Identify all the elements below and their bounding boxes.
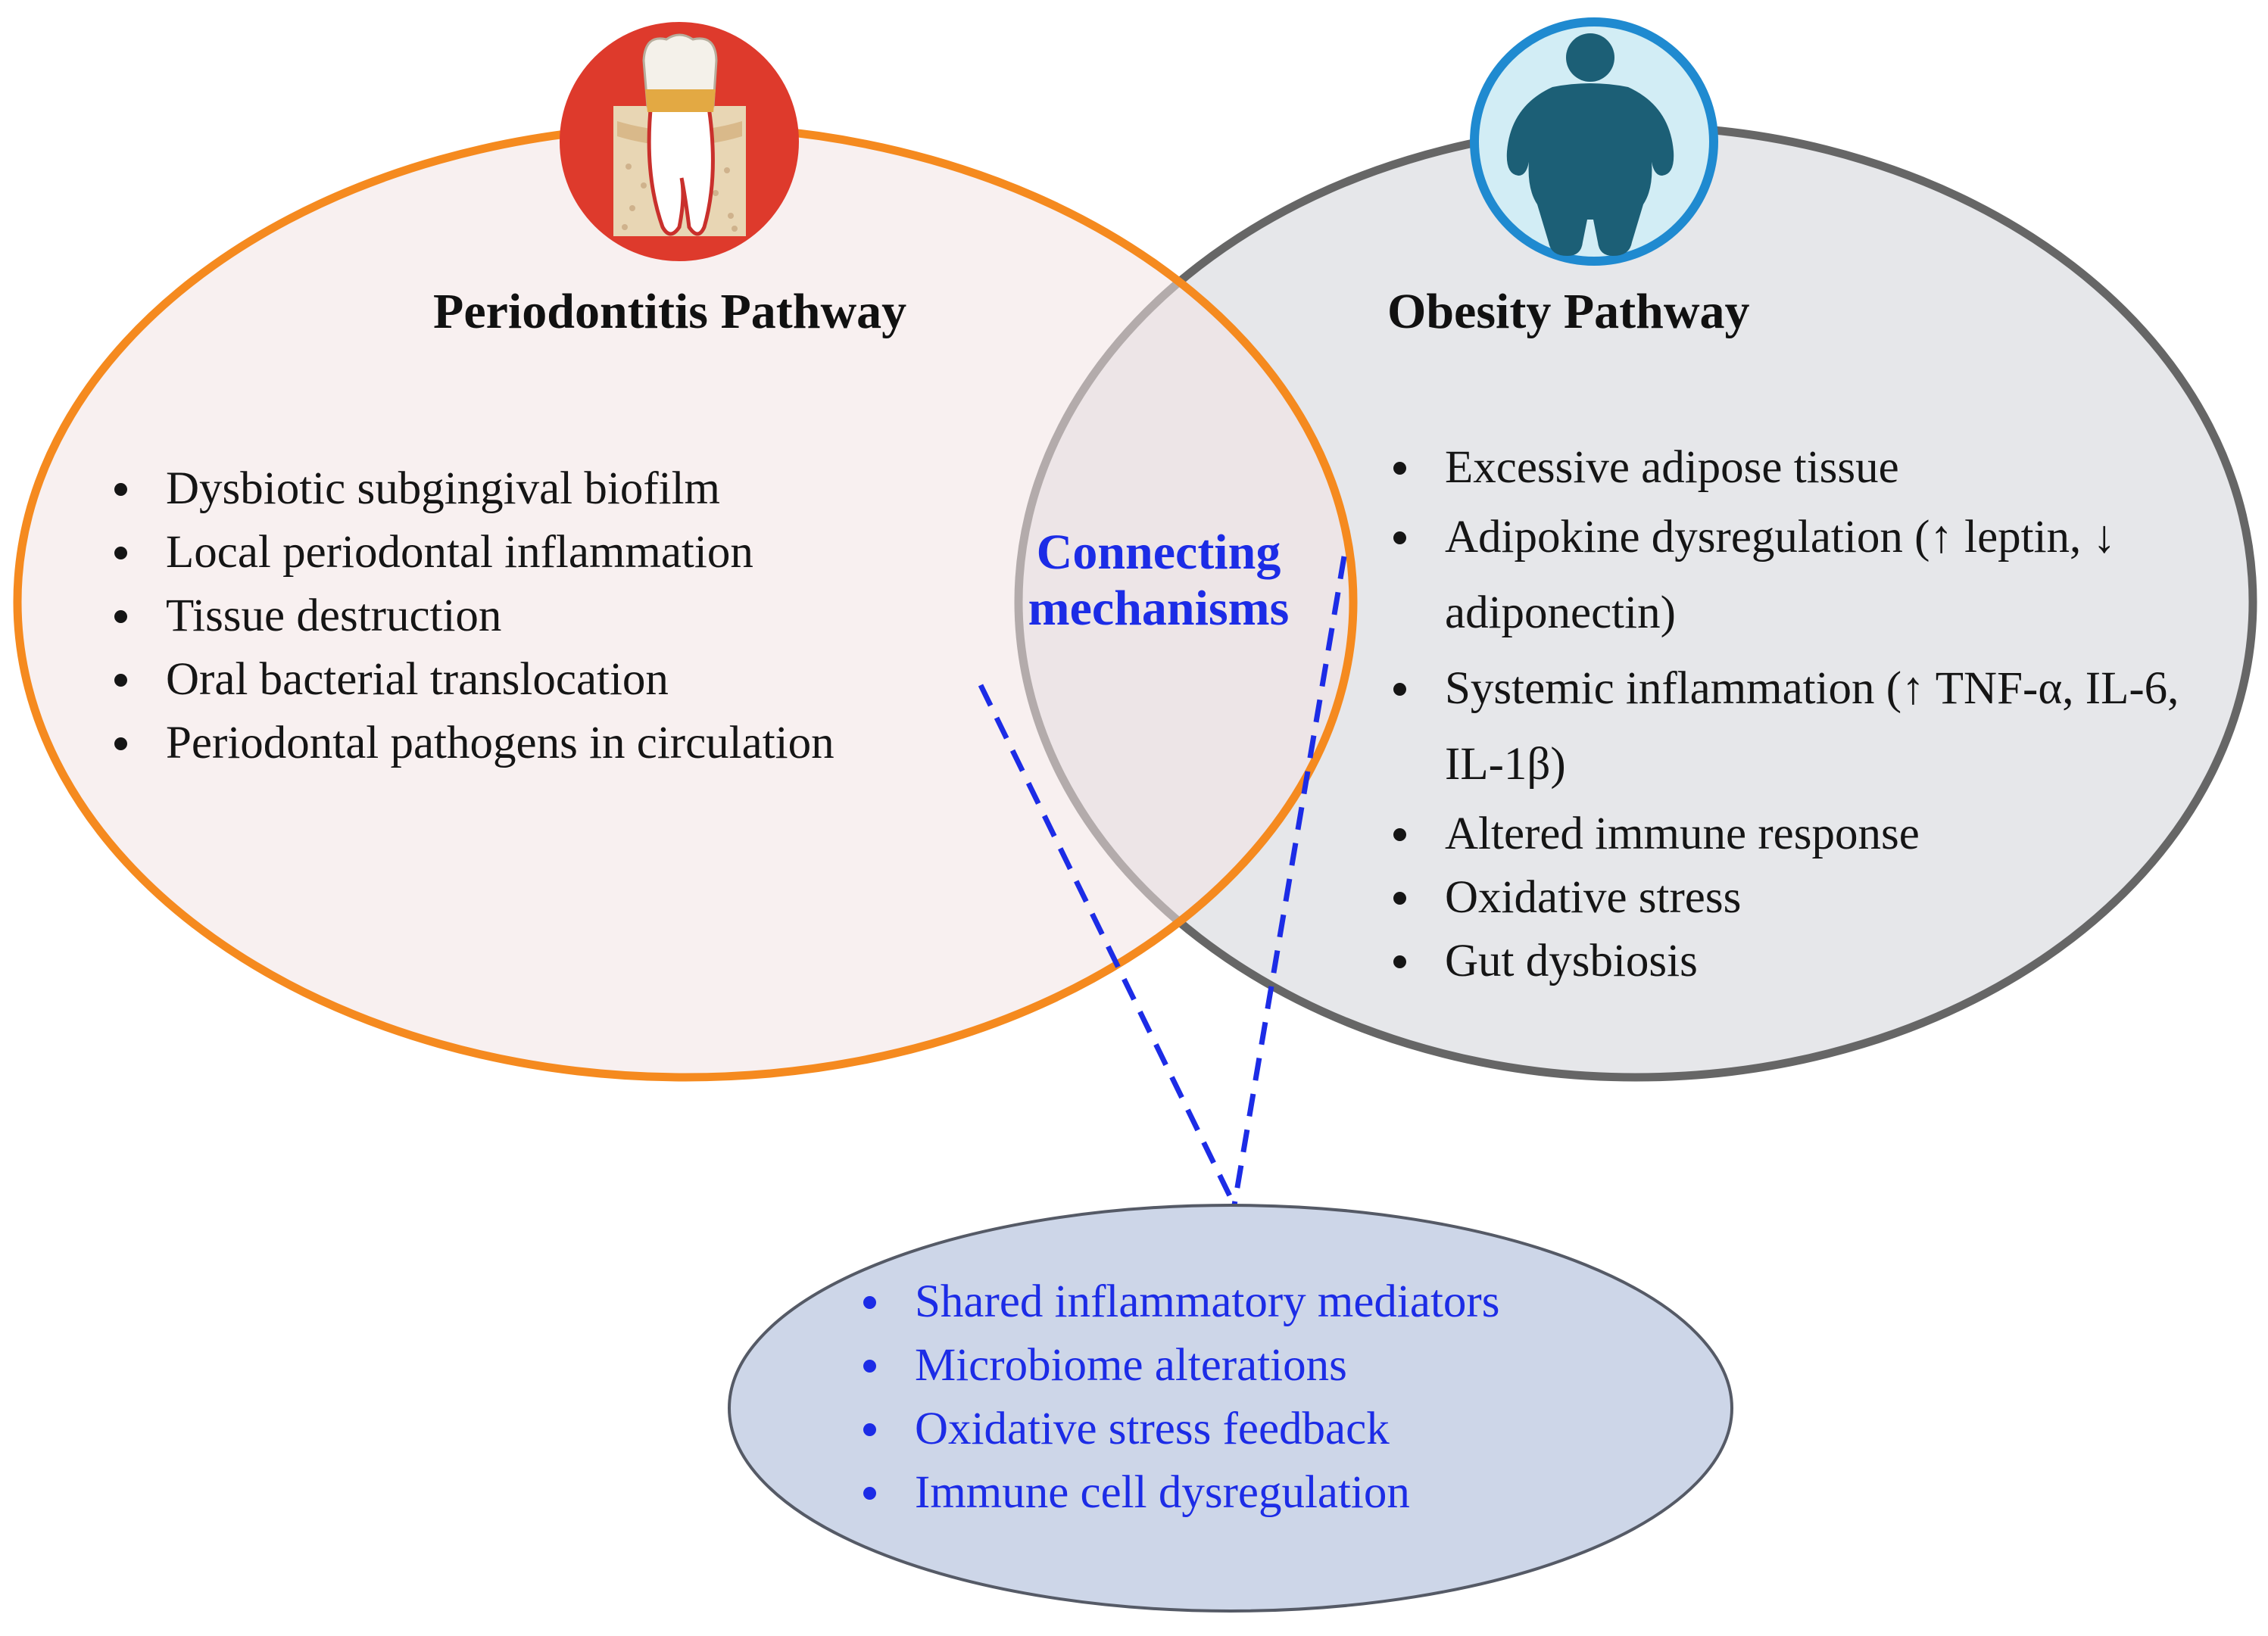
list-item: Periodontal pathogens in circulation: [111, 712, 835, 775]
periodontitis-pathway-title: Periodontitis Pathway: [433, 284, 907, 339]
tooth-icon: [560, 22, 799, 261]
list-item: Oxidative stress feedback: [860, 1398, 1499, 1461]
list-item: Altered immune response: [1390, 802, 2202, 866]
list-item: Local periodontal inflammation: [111, 521, 835, 584]
connecting-mechanisms-label: Connecting mechanisms: [984, 525, 1333, 637]
list-item: Tissue destruction: [111, 584, 835, 648]
list-item: Gut dysbiosis: [1390, 930, 2202, 993]
list-item: Shared inflammatory mediators: [860, 1270, 1499, 1334]
connecting-label-line-2: mechanisms: [1028, 581, 1290, 636]
list-item: Systemic inflammation (↑ TNF-α, IL-6, IL…: [1390, 651, 2202, 802]
list-item: Microbiome alterations: [860, 1334, 1499, 1398]
connecting-mechanisms-list: Shared inflammatory mediators Microbiome…: [860, 1270, 1499, 1525]
connecting-mechanisms-ellipse: [728, 1204, 1733, 1613]
obesity-pathway-title: Obesity Pathway: [1387, 284, 1750, 339]
list-item: Excessive adipose tissue: [1390, 436, 2202, 500]
list-item: Oxidative stress: [1390, 866, 2202, 930]
list-item: Oral bacterial translocation: [111, 648, 835, 712]
list-item: Dysbiotic subgingival biofilm: [111, 457, 835, 521]
obesity-list: Excessive adipose tissue Adipokine dysre…: [1390, 436, 2202, 993]
periodontitis-list: Dysbiotic subgingival biofilm Local peri…: [111, 457, 835, 775]
list-item: Immune cell dysregulation: [860, 1461, 1499, 1525]
connecting-label-line-1: Connecting: [1036, 525, 1281, 580]
connector-dashed-line-right: [1231, 556, 1347, 1206]
connector-dashed-line-left: [978, 684, 1237, 1207]
list-item: Adipokine dysregulation (↑ leptin, ↓ adi…: [1390, 500, 2202, 651]
person-silhouette-icon: [1470, 17, 1718, 266]
